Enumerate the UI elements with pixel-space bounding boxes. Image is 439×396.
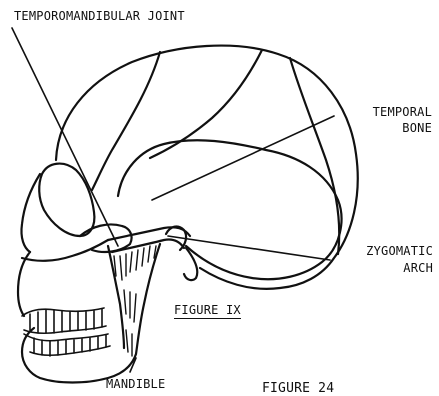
temporal-bone-label-line1: TEMPORAL [332,106,432,118]
coronal-suture [92,52,160,190]
lower-teeth [24,334,110,356]
temporal-bone-region [118,140,341,279]
figure-caption: FIGURE 24 [262,382,334,395]
figure-ix-label: FIGURE IX [174,304,241,319]
posterior-suture [290,58,339,254]
zygomatic-arch-label-line2: ARCH [330,262,433,274]
zygomatic-bone [80,224,132,252]
tmj-leader [12,28,118,246]
temporal-leader [152,116,334,200]
orbit-outline [39,164,94,236]
zygomatic-arch-label-line1: ZYGOMATIC [330,245,433,257]
mandible-outline [22,244,160,383]
nasal-bone [21,174,40,252]
mandible-label: MANDIBLE [106,378,165,390]
leader-lines [12,28,334,372]
lambdoid-suture [150,50,262,158]
tmj-label: TEMPOROMANDIBULAR JOINT [14,10,185,22]
temporal-bone-label-line2: BONE [332,122,432,134]
upper-teeth [22,308,106,333]
